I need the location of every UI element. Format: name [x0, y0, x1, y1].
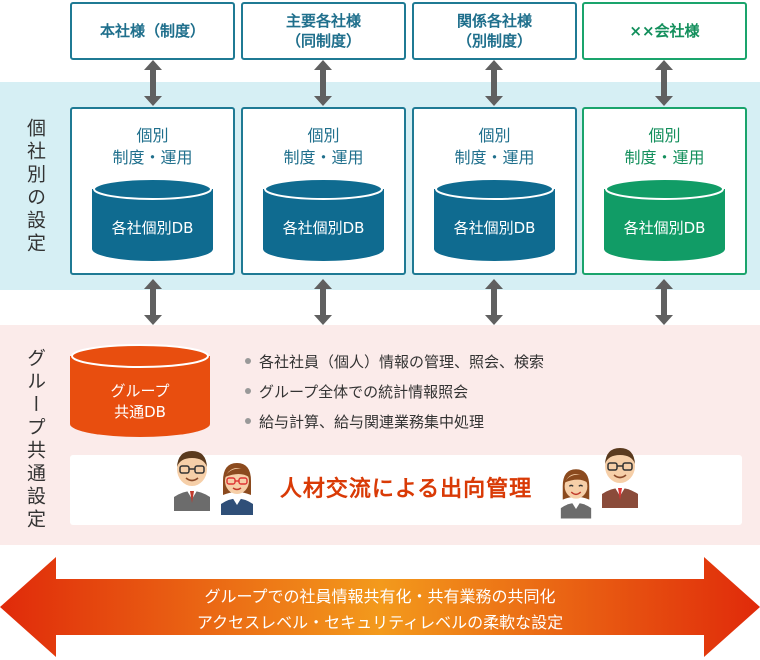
- list-item-text: 給与計算、給与関連業務集中処理: [259, 413, 485, 431]
- list-item-text: 各社社員（個人）情報の管理、照会、検索: [259, 353, 545, 371]
- setting-box-title: 個別 制度・運用: [112, 126, 193, 168]
- individual-setting-box: 個別 制度・運用 各社個別DB: [70, 107, 235, 275]
- setting-box-title: 個別 制度・運用: [624, 126, 705, 168]
- banner-text-line1: グループでの社員情報共有化・共有業務の共同化: [204, 587, 556, 606]
- double-arrow-icon: [655, 60, 673, 106]
- transfer-management-box: 人材交流による出向管理: [70, 448, 742, 525]
- database-icon: 各社個別DB: [263, 177, 384, 261]
- list-item: グループ全体での統計情報照会: [245, 382, 544, 412]
- list-item: 各社社員（個人）情報の管理、照会、検索: [245, 352, 544, 382]
- double-arrow-icon: [314, 60, 332, 106]
- setting-box-title: 個別 制度・運用: [454, 126, 535, 168]
- double-arrow-icon: [144, 279, 162, 325]
- businessman-icon: [602, 448, 638, 508]
- group-database-label: グループ 共通DB: [70, 381, 210, 423]
- double-arrow-icon: [485, 279, 503, 325]
- double-arrow-icon: [655, 279, 673, 325]
- individual-setting-box: 個別 制度・運用 各社個別DB: [582, 107, 747, 275]
- company-box-related-companies: 関係各社様 （別制度）: [412, 2, 577, 60]
- individual-setting-box: 個別 制度・運用 各社個別DB: [241, 107, 406, 275]
- double-arrow-icon: [144, 60, 162, 106]
- database-label: 各社個別DB: [623, 219, 706, 237]
- group-database-label-line2: 共通DB: [114, 403, 166, 421]
- database-label: 各社個別DB: [453, 219, 536, 237]
- group-common-settings-label: グループ共通設定: [24, 348, 46, 532]
- double-arrow-icon: [485, 60, 503, 106]
- banner-text-line2: アクセスレベル・セキュリティレベルの柔軟な設定: [196, 613, 564, 632]
- businessman-icon: [174, 451, 210, 511]
- double-arrow-icon: [314, 279, 332, 325]
- company-box-head-office: 本社様（制度）: [70, 2, 235, 60]
- database-label: 各社個別DB: [282, 219, 365, 237]
- database-icon: 各社個別DB: [92, 177, 213, 261]
- group-database-label-line1: グループ: [110, 382, 170, 400]
- individual-setting-box: 個別 制度・運用 各社個別DB: [412, 107, 577, 275]
- transfer-management-title: 人材交流による出向管理: [279, 477, 533, 502]
- bullet-icon: [245, 357, 251, 364]
- company-box-xx-company: ××会社様: [582, 2, 747, 60]
- businesswoman-icon: [221, 463, 253, 515]
- businesswoman-icon: [560, 469, 592, 519]
- company-box-main-affiliates: 主要各社様 （同制度）: [241, 2, 406, 60]
- database-icon: 各社個別DB: [434, 177, 555, 261]
- individual-settings-label: 個社別の設定: [24, 118, 46, 256]
- group-feature-list: 各社社員（個人）情報の管理、照会、検索 グループ全体での統計情報照会 給与計算、…: [245, 352, 544, 442]
- list-item-text: グループ全体での統計情報照会: [259, 383, 469, 401]
- database-label: 各社個別DB: [111, 219, 194, 237]
- bullet-icon: [245, 387, 251, 394]
- bidirectional-arrow-banner: [0, 557, 760, 657]
- bullet-icon: [245, 417, 251, 424]
- group-database-icon: グループ 共通DB: [70, 343, 210, 437]
- list-item: 給与計算、給与関連業務集中処理: [245, 412, 544, 442]
- setting-box-title: 個別 制度・運用: [283, 126, 364, 168]
- database-icon: 各社個別DB: [604, 177, 725, 261]
